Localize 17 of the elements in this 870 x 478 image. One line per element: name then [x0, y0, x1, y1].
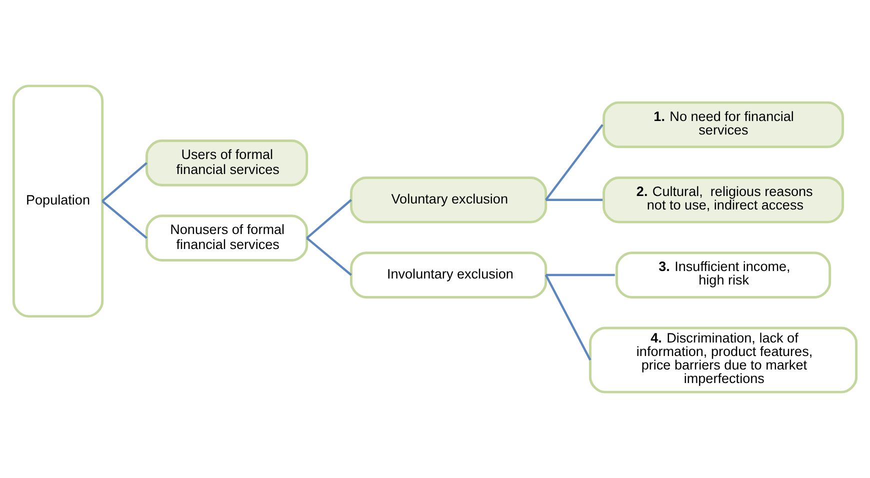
- node-box: Population: [12, 84, 104, 318]
- node-box: Voluntary exclusion: [350, 176, 548, 224]
- connector: [102, 200, 148, 239]
- connector: [544, 124, 604, 201]
- node-box: 3. Insufficient income, high risk: [615, 252, 832, 298]
- connector: [306, 199, 352, 239]
- connector: [306, 237, 352, 276]
- connector: [546, 198, 603, 201]
- connector: [546, 274, 615, 276]
- connector: [544, 274, 592, 361]
- node-box: Involuntary exclusion: [350, 252, 548, 298]
- node-box: Users of formal financial services: [145, 140, 308, 186]
- node-box: 2. Cultural, religious reasons not to use, indirect access: [602, 176, 844, 224]
- connector: [102, 162, 148, 202]
- node-box: Nonusers of formal financial services: [145, 214, 308, 262]
- node-box: 1. No need for financial services: [602, 101, 844, 148]
- node-box: 4. Discrimination, lack of information, product features, price barriers due to market imperfections: [589, 326, 858, 394]
